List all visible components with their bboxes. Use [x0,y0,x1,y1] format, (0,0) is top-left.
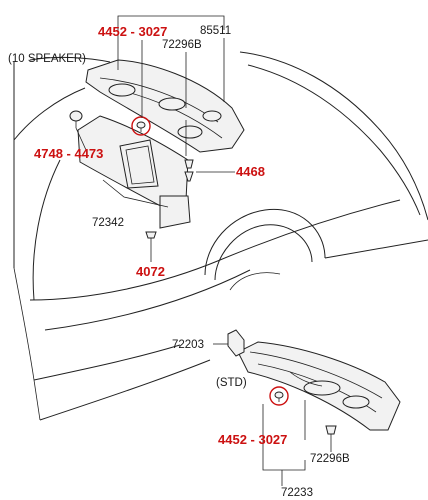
label-72342: 72342 [92,217,124,229]
rear-shelf-10-speaker [85,59,245,153]
label-72233: 72233 [281,487,313,499]
callout-4748-4473: 4748 - 4473 [34,146,103,161]
car-body-outline [13,51,428,421]
clip-4748-4473 [69,110,83,128]
callout-4452-3027-bottom: 4452 - 3027 [218,432,287,447]
std-recess-left [303,380,341,396]
callout-4072: 4072 [136,264,165,279]
label-72296b-bottom: 72296B [310,453,350,465]
leader-lines-bottom [262,400,332,486]
clip-72296b-bottom [325,425,337,435]
clip-4452-3027-bottom [269,386,289,406]
rear-shelf-std [237,341,401,431]
std-recess-right [342,395,370,409]
callout-4468: 4468 [236,164,265,179]
label-72203: 72203 [172,339,204,351]
label-10-speaker: (10 SPEAKER) [8,53,86,65]
label-72296b-top: 72296B [162,39,202,51]
clip-4452-3027-top [131,116,151,136]
clip-4072 [145,231,157,250]
label-std: (STD) [216,377,247,389]
bracket-72203 [213,329,245,357]
label-85511: 85511 [200,25,231,37]
speaker-right [202,110,222,122]
leader-lines-top [75,15,235,262]
speaker-left [108,83,136,97]
clip-4468 [184,159,194,182]
speaker-far-right [177,125,203,139]
speaker-mid [158,97,186,111]
trim-panel-72342 [77,115,191,229]
callout-4452-3027-top: 4452 - 3027 [98,24,167,39]
